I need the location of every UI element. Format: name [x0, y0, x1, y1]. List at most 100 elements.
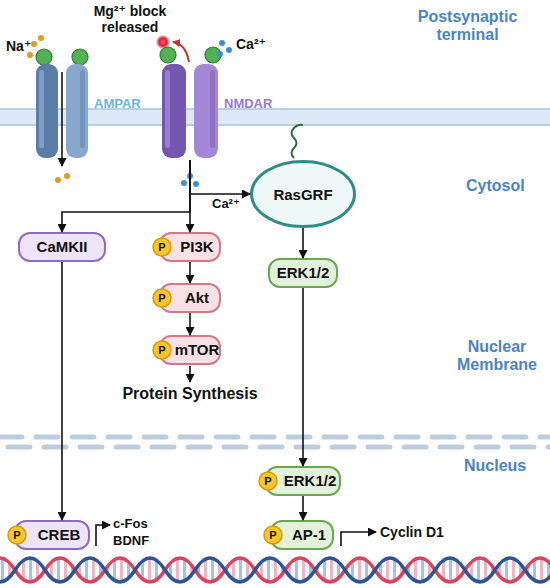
- badge-circle: [153, 238, 171, 256]
- badge-circle: [259, 472, 277, 490]
- node-text: RasGRF: [273, 187, 332, 202]
- signal-arrow: [189, 262, 191, 283]
- badge-content: P: [152, 340, 172, 360]
- node-text: PI3K: [180, 239, 213, 256]
- badge-circle: [153, 341, 171, 359]
- badge-content: P: [7, 525, 27, 545]
- kinase-box: ERK1/2: [268, 258, 338, 288]
- phospho-text: P: [158, 293, 165, 304]
- ion-block-note: Mg²⁺ block released: [84, 3, 176, 35]
- ca-ion: [217, 51, 223, 57]
- na-ion: [38, 35, 44, 41]
- phospho-text: P: [158, 345, 165, 356]
- transcription-arrow: [341, 532, 376, 546]
- signal-arrow: [189, 160, 191, 232]
- phospho-badge: P: [258, 471, 278, 491]
- badge-content: P: [152, 237, 172, 257]
- phospho-badge: P: [263, 525, 283, 545]
- ellipse-shape: [252, 162, 355, 227]
- na-ion: [31, 41, 37, 47]
- nuclear-membrane: [8, 445, 550, 450]
- na-ion: [55, 177, 61, 183]
- node-text: Akt: [185, 290, 209, 307]
- channel-outline: [36, 60, 88, 160]
- node-text: AP-1: [292, 527, 326, 544]
- gene-name: BDNF: [113, 534, 149, 549]
- kinase-box: Akt P: [159, 283, 221, 313]
- node-text: mTOR: [175, 342, 220, 359]
- signal-arrow: [302, 496, 304, 520]
- transcription-factor-box: AP-1 P: [270, 520, 334, 550]
- synthesis-arrow: [189, 366, 191, 382]
- ca-ion: [187, 173, 193, 179]
- ligand-ball: [36, 49, 52, 65]
- ligand-ball: [160, 47, 176, 63]
- phospho-badge: P: [152, 340, 172, 360]
- signal-arrow: [61, 262, 63, 520]
- channel-outline: [162, 60, 218, 160]
- ca-ion: [181, 180, 187, 186]
- phospho-text: P: [158, 242, 165, 253]
- channel-highlight: [210, 70, 215, 148]
- dna-strand: [0, 558, 550, 582]
- ampa-receptor: AMPAR: [36, 60, 88, 160]
- compartment-name: Nuclear Membrane: [448, 338, 546, 375]
- compartment-name: Cytosol: [466, 177, 525, 195]
- receptor-name: AMPAR: [94, 96, 141, 111]
- signal-arrow: [302, 228, 304, 258]
- ca-ion: [193, 181, 199, 187]
- signal-arrow: [62, 160, 190, 232]
- kinase-box: CaMKII: [18, 232, 106, 262]
- phospho-text: P: [264, 476, 271, 487]
- ligand-ball: [72, 49, 88, 65]
- edge-label: Ca²⁺: [212, 197, 240, 212]
- ca-ion: [219, 40, 225, 46]
- badge-content: P: [152, 288, 172, 308]
- ion-name: Na⁺: [6, 38, 31, 54]
- channel-subunit: [36, 64, 58, 158]
- kinase-box: mTOR P: [159, 335, 221, 365]
- mg-ion: [156, 35, 170, 49]
- phospho-text: P: [13, 530, 20, 541]
- phospho-text: P: [269, 530, 276, 541]
- kinase-box: ERK1/2 P: [265, 466, 341, 496]
- ellipse-content: RasGRF: [250, 160, 356, 228]
- phospho-badge: P: [152, 237, 172, 257]
- channel-highlight: [165, 70, 170, 148]
- phospho-badge: P: [7, 525, 27, 545]
- ca-ion: [226, 47, 232, 53]
- transcription-factor-box: CREB P: [14, 520, 90, 550]
- gef-ellipse: RasGRF: [250, 160, 356, 228]
- dna-strand: [0, 558, 550, 582]
- badge-circle: [153, 289, 171, 307]
- compartment-name: Postsynaptic terminal: [405, 8, 530, 45]
- node-text: CaMKII: [37, 239, 88, 256]
- node-text: ERK1/2: [284, 473, 337, 490]
- ion-name: Ca²⁺: [236, 36, 266, 52]
- node-text: CREB: [38, 527, 81, 544]
- signal-arrow: [189, 313, 191, 335]
- channel-highlight: [39, 70, 44, 148]
- gene-name: Cyclin D1: [380, 524, 444, 540]
- phospho-badge: P: [152, 288, 172, 308]
- nuclear-membrane: [0, 435, 550, 440]
- mg-release-arrow: [173, 42, 189, 62]
- kinase-box: PI3K P: [159, 232, 221, 262]
- na-influx-arrow: [61, 72, 63, 166]
- channel-subunit: [194, 64, 218, 158]
- channel-subunit: [66, 64, 88, 158]
- lipid-anchor: [292, 125, 304, 158]
- channel-highlight: [80, 70, 85, 148]
- signal-arrow: [190, 160, 250, 194]
- nmda-receptor: NMDAR: [162, 60, 218, 160]
- transcription-arrow: [96, 525, 110, 546]
- signal-arrow: [302, 288, 304, 466]
- na-ion: [64, 173, 70, 179]
- compartment-name: Nucleus: [464, 457, 526, 475]
- channel-subunit: [162, 64, 186, 158]
- gene-name: c-Fos: [113, 517, 148, 532]
- process-name: Protein Synthesis: [100, 385, 280, 403]
- badge-circle: [264, 526, 282, 544]
